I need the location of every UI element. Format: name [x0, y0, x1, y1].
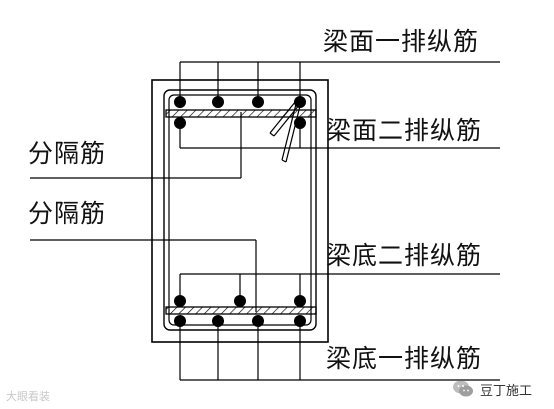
label-bottom-second-row: 梁底二排纵筋 [326, 241, 483, 270]
rebar-bot1-1 [174, 315, 186, 327]
rebar-top1-2 [212, 96, 224, 108]
stirrup-outer [163, 89, 317, 331]
label-separator-upper: 分隔筋 [28, 139, 107, 168]
beam-outline [151, 79, 329, 343]
top-second-row-rebars [174, 117, 306, 129]
rebar-top1-3 [252, 96, 264, 108]
rebar-top1-4 [294, 96, 306, 108]
rebar-bot1-3 [252, 315, 264, 327]
watermark-right-text: 豆丁施工 [480, 383, 533, 399]
rebar-bot2-1 [174, 295, 186, 307]
label-top-second-row: 梁面二排纵筋 [326, 116, 483, 145]
bottom-second-row-rebars [174, 295, 306, 307]
rebar-bot2-3 [294, 295, 306, 307]
rebar-top2-2 [294, 117, 306, 129]
top-first-row-rebars [174, 96, 306, 108]
rebar-top1-1 [174, 96, 186, 108]
stirrup-inner [168, 94, 312, 326]
label-top-first-row: 梁面一排纵筋 [323, 27, 480, 56]
wechat-icon [453, 380, 473, 397]
rebar-top2-1 [174, 117, 186, 129]
label-separator-lower: 分隔筋 [28, 199, 107, 228]
rebar-bot1-2 [212, 315, 224, 327]
bottom-first-row-rebars [174, 315, 306, 327]
label-bottom-first-row: 梁底一排纵筋 [326, 344, 483, 373]
watermark-left: 大眼看装 [6, 390, 50, 403]
rebar-bot2-2 [234, 295, 246, 307]
stirrup-hook [281, 103, 301, 163]
watermark-right: 豆丁施工 [452, 378, 532, 400]
separator-bar-bottom [165, 306, 317, 315]
rebar-bot1-4 [294, 315, 306, 327]
separator-bar-top [165, 109, 317, 118]
